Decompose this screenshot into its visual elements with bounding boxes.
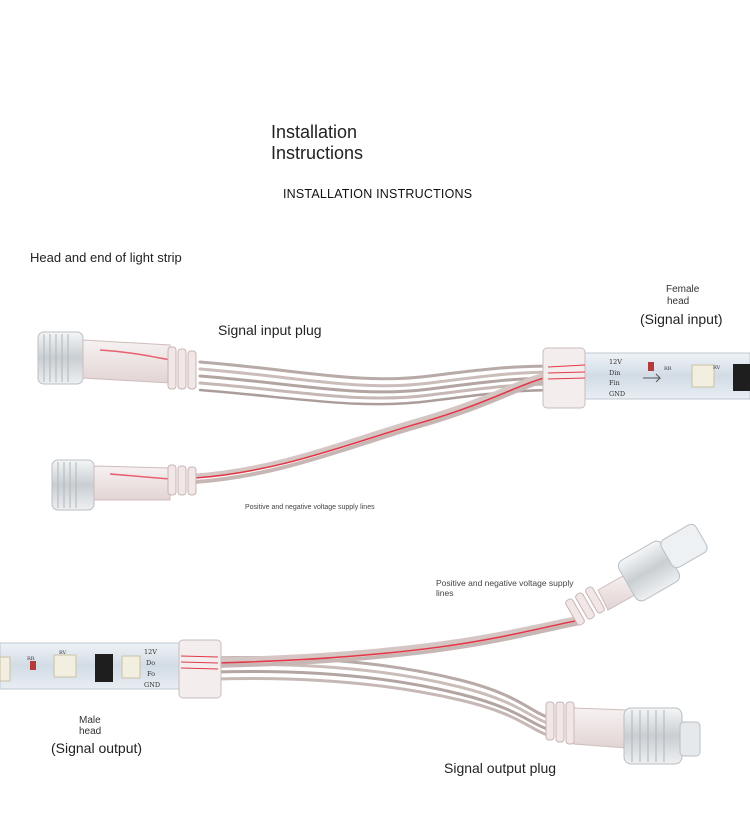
section-label: Head and end of light strip (30, 250, 182, 265)
signal-output-plug-label: Signal output plug (444, 760, 557, 776)
chip-mark: RR (27, 656, 35, 662)
chip-mark: RV (59, 650, 67, 656)
male-head-label-3: (Signal output) (51, 740, 143, 756)
top-red-branch (192, 369, 558, 484)
signal-input-plug-label: Signal input plug (218, 322, 322, 338)
pin-label: Din (609, 369, 620, 377)
chip-mark: RR (664, 366, 672, 372)
chip-mark: RV (713, 365, 721, 371)
voltage-label-bottom: Positive and negative voltage supply lin… (436, 578, 574, 598)
pin-label: GND (609, 390, 625, 398)
pin-label: GND (144, 681, 160, 689)
top-cable-bundle (198, 360, 562, 406)
female-head-label-2: head (667, 296, 690, 307)
male-head-label-1: Male (79, 715, 101, 726)
male-head-label-2: head (79, 726, 102, 737)
bottom-cable-bundle (213, 655, 552, 738)
page-subtitle: INSTALLATION INSTRUCTIONS (283, 187, 473, 201)
voltage-label-top: Positive and negative voltage supply lin… (245, 504, 375, 511)
page-title: Installation Instructions (271, 122, 363, 164)
pin-label: 12V (609, 358, 622, 366)
pin-labels-top: 12V Din Fin GND RR RV (609, 358, 721, 398)
pin-labels-bottom: 12V Do Fo GND RR RV (27, 648, 160, 689)
pin-label: 12V (144, 648, 157, 656)
female-head-label-3: (Signal input) (640, 311, 723, 327)
pin-label: Fin (609, 379, 620, 387)
signal-input-plug-top (37, 331, 197, 390)
male-head-strip (0, 639, 222, 699)
title-line-2: Instructions (271, 143, 364, 163)
bottom-red-branch (212, 615, 583, 668)
pin-label: Do (146, 659, 155, 667)
signal-output-plug-bottom (545, 701, 701, 765)
title-line-1: Installation (271, 122, 358, 142)
power-plug-top (51, 459, 197, 511)
female-head-label-1: Female (666, 284, 700, 295)
female-head-strip (542, 347, 750, 409)
pin-label: Fo (147, 670, 155, 678)
power-plug-bottom (565, 523, 708, 626)
